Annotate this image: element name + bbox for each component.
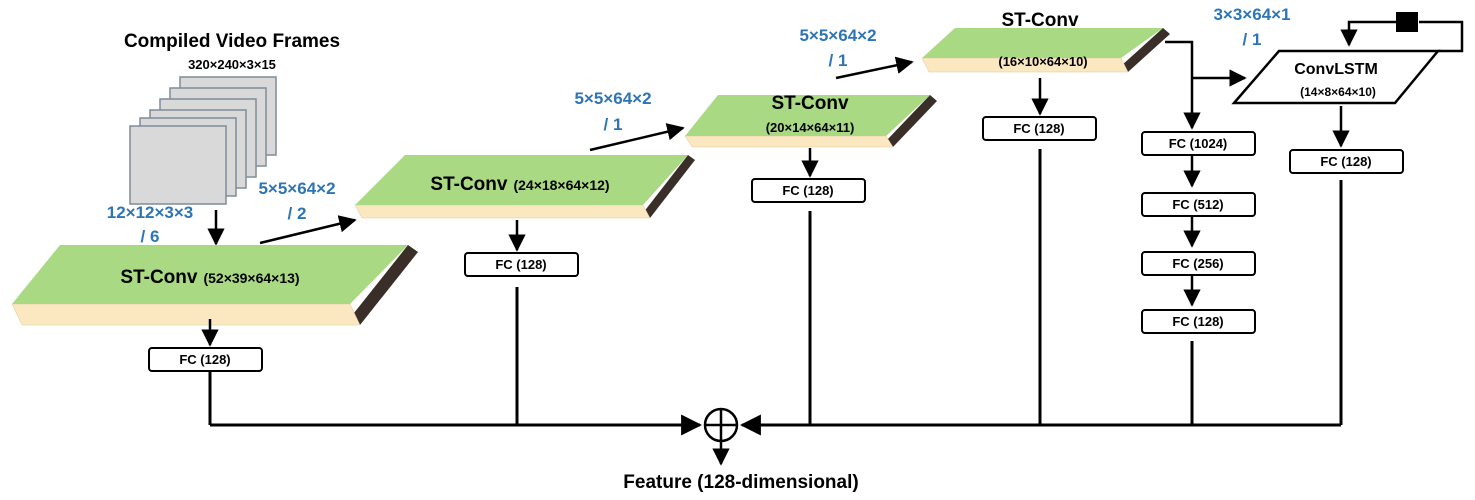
- fc-box-lstm: [1289, 149, 1404, 174]
- fc-box-1: [148, 347, 263, 372]
- fc-label-2: FC (128): [495, 257, 546, 272]
- conv-name-3: ST-Conv: [771, 93, 848, 114]
- lstm-dims: (14×8×64×10): [1300, 85, 1376, 99]
- arrow: [259, 215, 357, 245]
- loop-arrow: [1340, 20, 1396, 47]
- sum-operator-icon: [703, 407, 739, 443]
- kernel-label-2a: 5×5×64×2: [258, 179, 335, 198]
- fc-box-3: [751, 178, 866, 203]
- kernel-label-4b: / 1: [829, 51, 848, 70]
- conv-dims-4: (16×10×64×10): [998, 54, 1087, 69]
- conv-dims-1: (52×39×64×13): [203, 270, 299, 286]
- delay-block: [1396, 12, 1418, 32]
- conv-name-4: ST-Conv: [1001, 10, 1078, 31]
- fc-stack-label-1: FC (1024): [1169, 136, 1228, 151]
- conv-name-2: ST-Conv: [430, 174, 507, 195]
- frame: [129, 125, 227, 205]
- fc-label-4: FC (128): [1013, 121, 1064, 136]
- conv-name-1: ST-Conv: [120, 267, 197, 288]
- arrow: [835, 56, 914, 80]
- feature-label: Feature (128-dimensional): [623, 472, 858, 493]
- recurrent-loop: [1340, 12, 1464, 53]
- loop-line: [1419, 20, 1464, 53]
- st-conv-block-2: [354, 155, 695, 219]
- fc-stack-label-3: FC (256): [1172, 256, 1223, 271]
- kernel-label-2b: / 2: [288, 204, 307, 223]
- fc-stack-box-3: [1141, 251, 1256, 276]
- arrow: [589, 123, 685, 152]
- conv-dims-2: (24×18×64×12): [513, 177, 609, 193]
- convlstm-block: [1231, 49, 1441, 105]
- arrow: [1165, 40, 1201, 130]
- kernel-label-3a: 5×5×64×2: [574, 89, 651, 108]
- fc-stack-box-1: [1141, 131, 1256, 156]
- kernel-label-1b: / 6: [141, 227, 160, 246]
- input-title: Compiled Video Frames: [124, 31, 340, 52]
- kernel-label-1a: 12×12×3×3: [107, 203, 194, 222]
- conv-label-2: ST-Conv (24×18×64×12): [430, 174, 609, 195]
- fc-stack-box-4: [1141, 309, 1256, 334]
- st-conv-block-1: [11, 245, 418, 326]
- fc-label-3: FC (128): [782, 183, 833, 198]
- conv-label-1: ST-Conv (52×39×64×13): [120, 267, 299, 288]
- fc-box-4: [982, 116, 1097, 141]
- fc-stack-label-2: FC (512): [1172, 197, 1223, 212]
- kernel-label-4a: 5×5×64×2: [799, 26, 876, 45]
- video-frames-stack: [129, 76, 277, 205]
- lstm-name: ConvLSTM: [1294, 61, 1378, 78]
- st-conv-block-3: [684, 95, 937, 148]
- conv-dims-3: (20×14×64×11): [766, 120, 855, 135]
- input-dims: 320×240×3×15: [188, 57, 276, 72]
- fc-box-2: [464, 252, 579, 277]
- fc-label-1: FC (128): [179, 352, 230, 367]
- lstm-kernel-a: 3×3×64×1: [1213, 5, 1290, 24]
- lstm-kernel-b: / 1: [1243, 30, 1262, 49]
- fc-stack-box-2: [1141, 192, 1256, 217]
- kernel-label-3b: / 1: [604, 115, 623, 134]
- fc-stack-label-4: FC (128): [1172, 314, 1223, 329]
- st-conv-block-4: [921, 28, 1170, 73]
- fc-label-lstm: FC (128): [1320, 154, 1371, 169]
